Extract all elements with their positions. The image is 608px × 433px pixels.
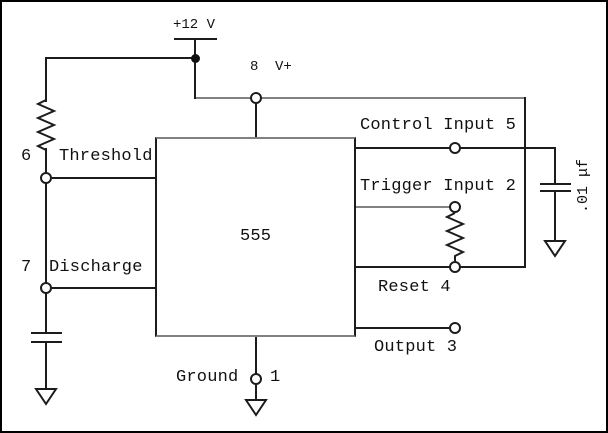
capacitor-right-top-plate bbox=[540, 183, 571, 185]
pin6-name-label: Threshold bbox=[59, 147, 153, 166]
terminal-pin4-reset bbox=[449, 261, 461, 273]
wire-vplus-rail bbox=[194, 97, 525, 99]
pin7-name-label: Discharge bbox=[49, 258, 143, 277]
pin1-number-label: 1 bbox=[270, 368, 281, 387]
terminal-pin7-discharge bbox=[40, 282, 52, 294]
capacitor-right-bottom-plate bbox=[540, 190, 571, 192]
wire-threshold bbox=[52, 177, 157, 179]
wire-supply-drop bbox=[194, 39, 196, 99]
wire-supply-to-resistor bbox=[45, 57, 195, 59]
terminal-pin8-vplus bbox=[250, 92, 262, 104]
ic-label: 555 bbox=[240, 227, 272, 246]
wire-trigger bbox=[356, 206, 454, 208]
bypass-cap-value-label: .01 μf bbox=[575, 159, 592, 214]
wire-pin6-to-pin7 bbox=[45, 183, 47, 283]
wire-resistor-top-lead bbox=[45, 57, 47, 102]
terminal-pin1-ground bbox=[250, 373, 262, 385]
wire-output bbox=[356, 327, 454, 329]
pin5-label: Control Input 5 bbox=[360, 116, 517, 135]
wire-ground-terminal-lead bbox=[255, 384, 257, 401]
ic-555-box bbox=[155, 137, 356, 337]
pin4-label: Reset 4 bbox=[378, 278, 451, 297]
ground-symbol-left bbox=[34, 388, 58, 406]
pin1-name-label: Ground bbox=[176, 368, 239, 387]
wire-reset bbox=[356, 266, 526, 268]
ground-symbol-right bbox=[543, 240, 567, 258]
terminal-pin6-threshold bbox=[40, 172, 52, 184]
wire-ground-pin-drop bbox=[255, 336, 257, 374]
pin6-number-label: 6 bbox=[21, 147, 32, 166]
junction-dot-supply bbox=[191, 54, 200, 63]
pin8-number-label: 8 bbox=[250, 59, 259, 75]
wire-pin8-drop bbox=[255, 103, 257, 138]
wire-cap-left-to-ground bbox=[45, 343, 47, 389]
resistor-trigger-pullup bbox=[444, 212, 466, 261]
terminal-pin5-control bbox=[449, 142, 461, 154]
pin2-label: Trigger Input 2 bbox=[360, 177, 517, 196]
terminal-pin3-output bbox=[449, 322, 461, 334]
wire-pin7-to-cap bbox=[45, 293, 47, 333]
wire-control-to-cap bbox=[554, 147, 556, 184]
supply-voltage-label: +12 V bbox=[173, 17, 216, 33]
wire-cap-right-to-ground bbox=[554, 192, 556, 241]
capacitor-left-bottom-plate bbox=[31, 341, 62, 343]
pin3-label: Output 3 bbox=[374, 338, 458, 357]
wire-resistor-bottom-lead bbox=[45, 148, 47, 174]
pin8-name-label: V+ bbox=[275, 59, 292, 75]
resistor-timing bbox=[35, 99, 57, 151]
pin7-number-label: 7 bbox=[21, 258, 32, 277]
ground-symbol-center bbox=[244, 399, 268, 417]
wire-discharge bbox=[52, 287, 157, 289]
capacitor-left-top-plate bbox=[31, 332, 62, 334]
wire-right-rail bbox=[524, 97, 526, 268]
terminal-pin2-trigger bbox=[449, 201, 461, 213]
